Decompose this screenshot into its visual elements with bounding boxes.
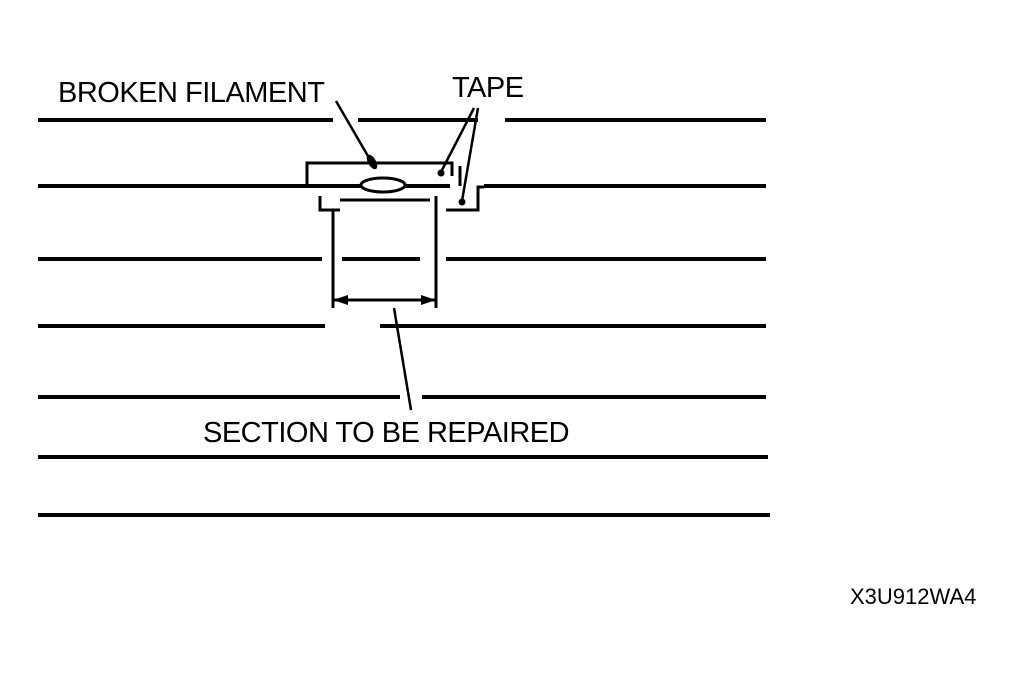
- broken-filament-leader: [334, 100, 374, 164]
- lower-tape: [318, 185, 484, 212]
- defogger-filaments: [38, 118, 770, 517]
- tape-label: TAPE: [452, 72, 524, 104]
- figure-code-label: X3U912WA4: [850, 584, 976, 609]
- tape-leader-1: [439, 107, 476, 173]
- broken-filament-label: BROKEN FILAMENT: [58, 77, 325, 109]
- leader-lines: [334, 100, 480, 411]
- upper-tape: [305, 161, 462, 186]
- section-to-be-repaired-label: SECTION TO BE REPAIRED: [203, 417, 569, 449]
- repair-section-bounds: [331, 196, 438, 308]
- tape-leader-2: [460, 107, 480, 202]
- broken-filament-spot: [359, 176, 407, 194]
- section-leader: [392, 307, 413, 411]
